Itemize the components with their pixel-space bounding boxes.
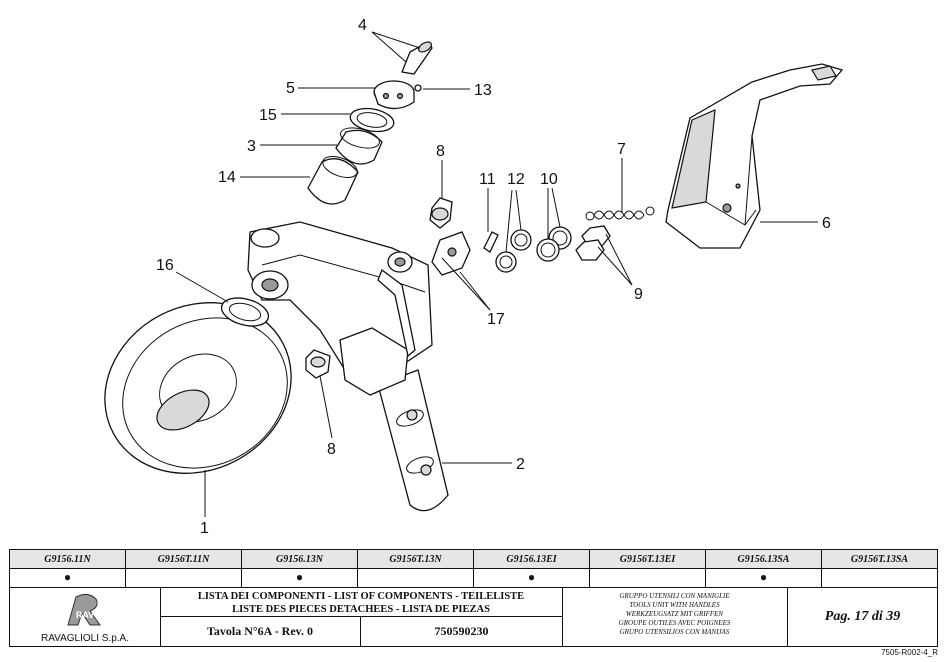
variant-code: G9156.11N	[10, 550, 126, 568]
exploded-parts-drawing: 1 2 3 4 5 6 7 8 8 9 10 11 12 13 14 15 16…	[104, 17, 844, 537]
list-of-components-title: LISTA DEI COMPONENTI - LIST OF COMPONENT…	[160, 588, 562, 617]
company-name: RAVAGLIOLI S.p.A.	[41, 633, 129, 644]
part-14-bushing	[307, 156, 359, 205]
part-11-spring-pin	[483, 231, 499, 253]
part-8-pin-lower	[305, 349, 331, 379]
callout-9: 9	[634, 286, 643, 303]
variant-mark: ●	[242, 568, 358, 587]
callout-15: 15	[259, 107, 277, 124]
part-15-ring	[349, 107, 395, 133]
variant-code: G9156.13SA	[706, 550, 822, 568]
callout-14: 14	[218, 169, 236, 186]
callout-4: 4	[358, 17, 367, 34]
page-number: Pag. 17 di 39	[824, 609, 901, 624]
callout-17: 17	[487, 311, 505, 328]
variant-mark: ●	[706, 568, 822, 587]
callout-12: 12	[507, 171, 525, 188]
callout-10: 10	[540, 171, 558, 188]
part-3-bushing	[335, 127, 383, 165]
company-logo-cell: RAV RAVAGLIOLI S.p.A.	[10, 588, 161, 646]
variant-mark	[590, 568, 706, 587]
callout-3: 3	[247, 138, 256, 155]
table-number: Tavola N°6A - Rev. 0	[160, 617, 361, 646]
callout-8-lower: 8	[327, 441, 336, 458]
variant-marks-row: ● ● ● ●	[10, 568, 937, 588]
part-7-spring	[585, 206, 655, 221]
part-5-cap	[373, 80, 415, 110]
part-13-small-screw	[414, 84, 422, 92]
variant-mark	[358, 568, 474, 587]
variant-mark	[822, 568, 937, 587]
callout-7: 7	[617, 141, 626, 158]
variant-code: G9156T.13N	[358, 550, 474, 568]
callout-1: 1	[200, 520, 209, 537]
variant-mark: ●	[10, 568, 126, 587]
ravaglioli-logo-icon: RAV	[67, 593, 101, 626]
variant-code: G9156.13N	[242, 550, 358, 568]
svg-text:RAV: RAV	[76, 610, 94, 620]
group-description: GRUPPO UTENSILI CON MANIGLIE TOOLS UNIT …	[562, 588, 788, 646]
part-10-orings	[536, 226, 572, 262]
callout-labels: 1 2 3 4 5 6 7 8 8 9 10 11 12 13 14 15 16…	[156, 17, 831, 537]
part-2-shaft	[377, 369, 449, 512]
variant-code: G9156T.13EI	[590, 550, 706, 568]
callout-11: 11	[479, 171, 496, 188]
variant-mark	[126, 568, 242, 587]
part-code: 750590230	[434, 624, 489, 638]
callout-2: 2	[516, 456, 525, 473]
callout-13: 13	[474, 82, 492, 99]
variant-code: G9156.13EI	[474, 550, 590, 568]
callout-5: 5	[286, 80, 295, 97]
part-12-orings	[495, 229, 532, 273]
part-9-nuts	[575, 225, 611, 261]
variant-mark: ●	[474, 568, 590, 587]
callout-8-upper: 8	[436, 143, 445, 160]
part-17-clips	[431, 231, 471, 276]
callout-6: 6	[822, 215, 831, 232]
part-8-pin-upper	[429, 197, 453, 229]
part-1-disc	[104, 302, 292, 474]
document-reference: 7505-R002-4_R	[881, 648, 938, 657]
callout-16: 16	[156, 257, 174, 274]
variant-code: G9156T.13SA	[850, 553, 909, 565]
variant-code: G9156T.11N	[126, 550, 242, 568]
title-block: G9156.11N G9156T.11N G9156.13N G9156T.13…	[9, 549, 938, 647]
variant-codes-row: G9156.11N G9156T.11N G9156.13N G9156T.13…	[10, 550, 937, 569]
main-bracket-body	[247, 221, 433, 396]
part-4-screws	[401, 41, 433, 75]
leader-lines	[175, 31, 818, 517]
part-6-handle	[665, 63, 844, 249]
part-16-washer	[220, 297, 270, 327]
